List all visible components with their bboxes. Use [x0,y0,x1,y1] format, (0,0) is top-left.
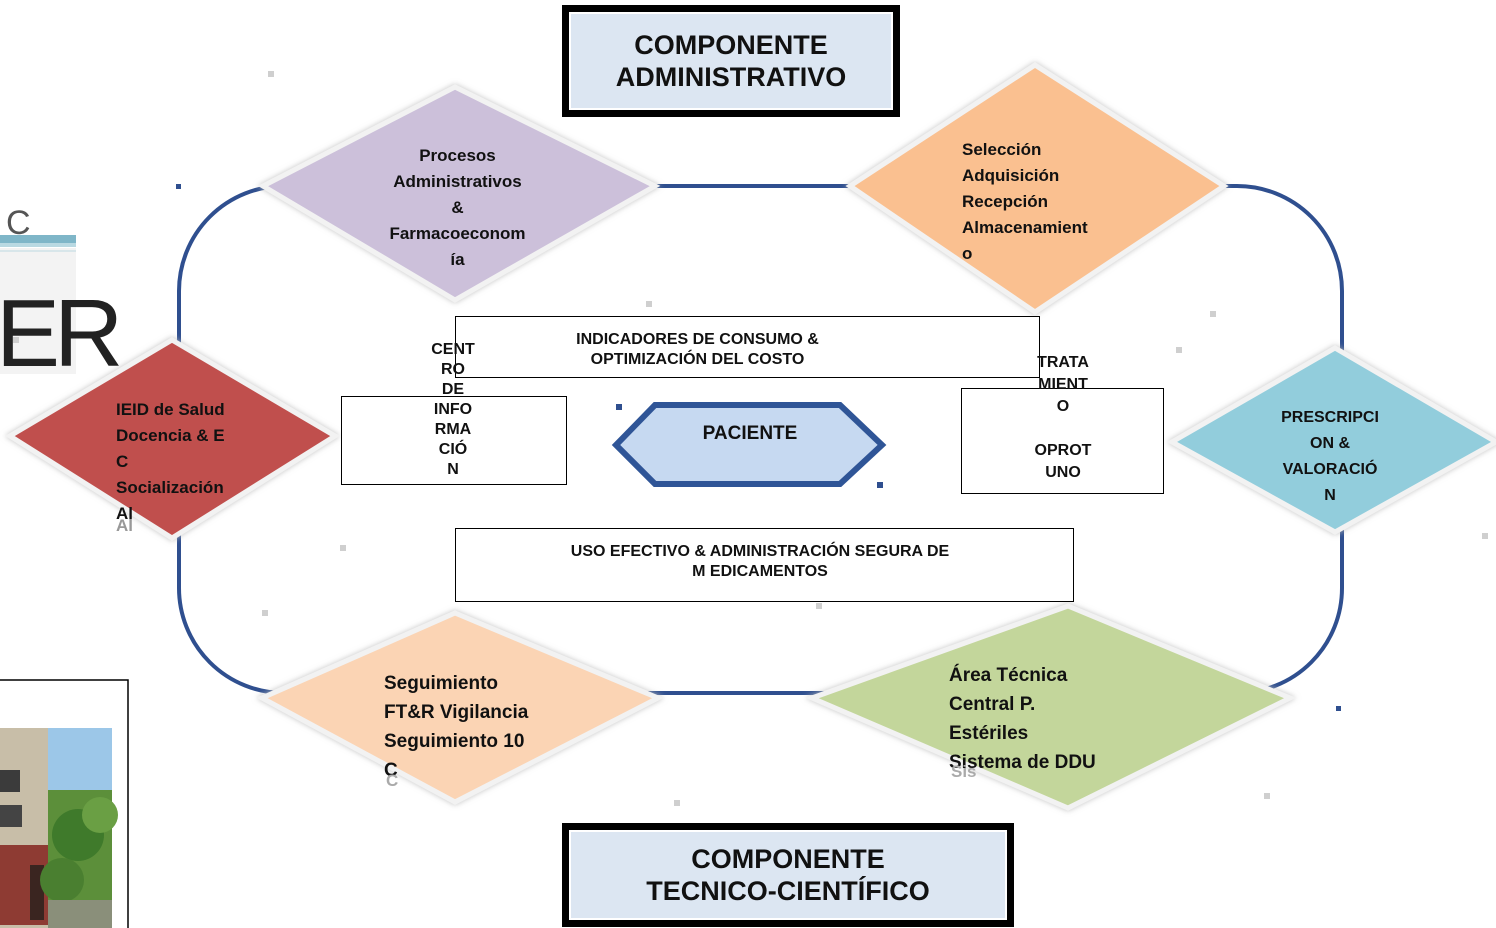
label-indicadores: INDICADORES DE CONSUMO & OPTIMIZACIÓN DE… [576,331,819,368]
diamond-prescripcion [1166,345,1496,535]
paciente-hexagon [611,402,887,487]
header-componente-administrativo: COMPONENTE ADMINISTRATIVO [562,5,900,117]
diamond-procesos [257,84,661,303]
label-ieid: IEID de Salud Docencia & E C Socializaci… [116,400,225,523]
logo-letters-er: ER [0,280,123,387]
label-tratamiento: TRATA MIENT O OPROT UNO [1034,354,1092,481]
label-uso: USO EFECTIVO & ADMINISTRACIÓN SEGURA DE … [570,543,950,580]
label-area-echo: Sis [951,762,977,781]
building-photo [0,679,129,928]
logo-letter-c: C [6,204,31,242]
label-seguimiento: Seguimiento FT&R Vigilancia Seguimiento … [384,673,529,781]
label-seguimiento-echo: C [386,771,399,790]
box-centro [341,396,567,485]
label-seleccion: Selección Adquisición Recepción Almacena… [962,140,1088,263]
header-bottom-text: COMPONENTE TECNICO-CIENTÍFICO [646,844,930,906]
label-paciente: PACIENTE [702,423,798,444]
box-indicadores [455,316,1040,378]
diamond-area [805,603,1297,811]
header-top-text: COMPONENTE ADMINISTRATIVO [615,30,847,92]
logo-letters: C ER [0,185,123,407]
label-procesos: Procesos Administrativos & Farmacoeconom… [389,146,526,269]
label-prescripcion: PRESCRIPCI ON & VALORACIÓ N [1281,409,1379,504]
logo-fragment [0,235,76,374]
diamond-ieid [5,337,340,541]
marker-dots [13,71,1488,806]
diamond-seleccion [845,62,1229,316]
label-ieid-echo: Al [116,516,133,535]
label-centro: CENT RO DE INFO RMA CIÓ N [431,341,475,478]
blue-dots [176,184,1341,711]
box-uso [455,528,1074,602]
diamond-seguimiento [256,610,664,805]
header-componente-tecnico: COMPONENTE TECNICO-CIENTÍFICO [562,823,1014,927]
label-area: Área Técnica Central P. Estériles Sistem… [949,665,1096,773]
box-tratamiento [961,388,1164,494]
